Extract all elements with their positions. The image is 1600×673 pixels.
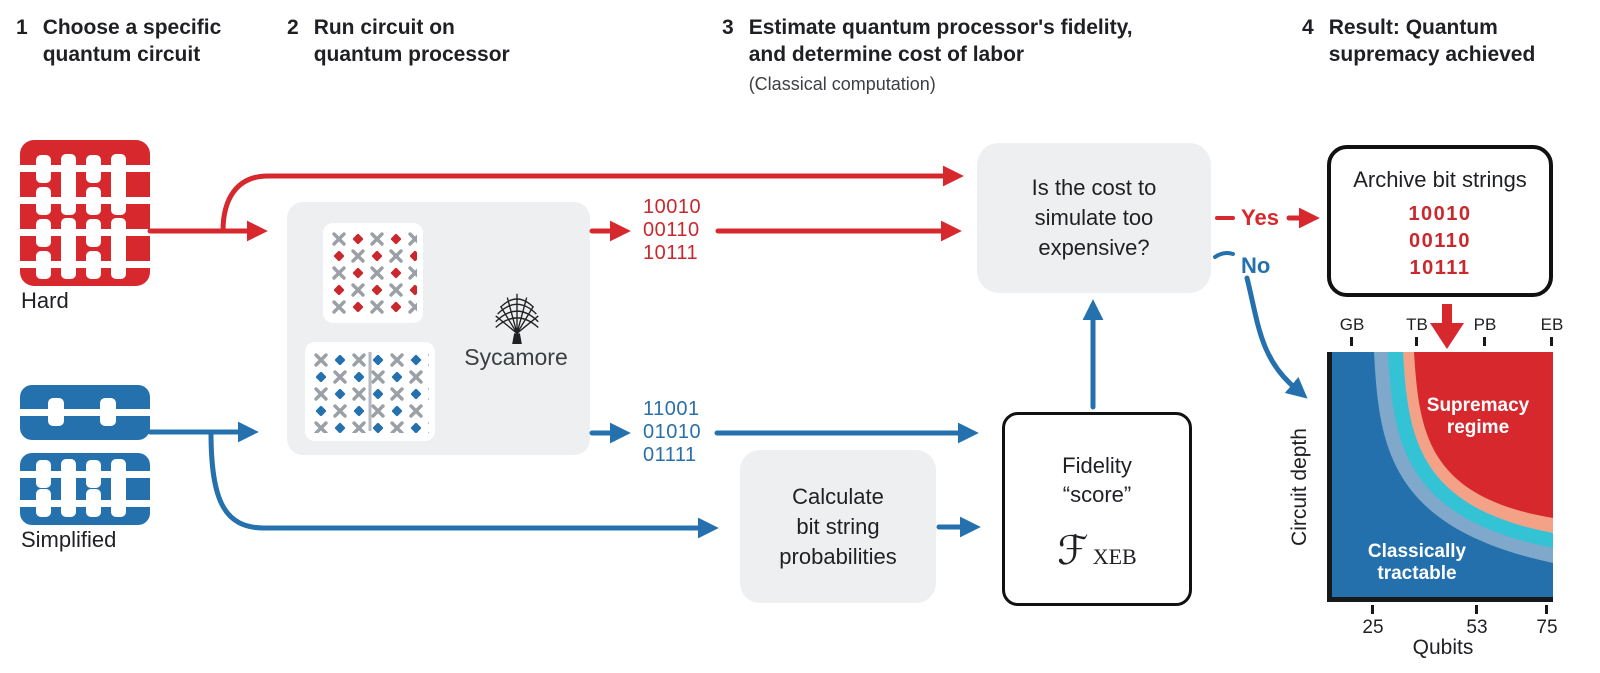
arrow-no-to-chart [1244, 275, 1308, 399]
step-4: 4 Result: Quantum supremacy achieved [1302, 14, 1535, 68]
calculate-box: Calculate bit string probabilities [740, 450, 936, 603]
step-2: 2 Run circuit on quantum processor [287, 14, 510, 68]
hard-bitstrings: 10010 00110 10111 [643, 196, 702, 264]
step-3-number: 3 [722, 16, 734, 39]
yes-label: Yes [1241, 205, 1279, 230]
bottom-tick-25: 25 [1362, 617, 1384, 638]
step-1-title: Choose a specific quantum circuit [42, 16, 222, 66]
top-tickmark [1415, 337, 1418, 346]
sycamore-label: Sycamore [464, 344, 568, 370]
arrow-archive-to-chart [1430, 304, 1464, 349]
xeb-subscript: XEB [1092, 544, 1137, 569]
top-tickmark [1350, 337, 1353, 346]
bottom-tickmark [1475, 605, 1478, 614]
no-label: No [1241, 253, 1271, 278]
simplified-bitstrings: 11001 01010 01111 [643, 398, 702, 466]
simplified-lattice-card [305, 342, 435, 441]
script-f-symbol: ℱ [1057, 528, 1089, 574]
sycamore-tree-icon [488, 283, 546, 345]
step-2-title: Run circuit on quantum processor [313, 16, 510, 66]
step-3-subtitle: (Classical computation) [748, 74, 936, 94]
hard-label: Hard [21, 288, 69, 313]
top-tick-gb: GB [1339, 315, 1365, 334]
supremacy-chart [1327, 352, 1553, 602]
bottom-tick-75: 75 [1536, 617, 1558, 638]
top-tick-pb: PB [1473, 315, 1497, 334]
step-2-number: 2 [287, 16, 299, 39]
bottom-tickmark [1371, 605, 1374, 614]
step-1: 1 Choose a specific quantum circuit [16, 14, 221, 68]
x-axis-label: Qubits [1412, 636, 1474, 659]
top-tick-eb: EB [1540, 315, 1564, 334]
bottom-tick-53: 53 [1466, 617, 1488, 638]
step-4-title: Result: Quantum supremacy achieved [1328, 16, 1536, 66]
simplified-label: Simplified [21, 527, 117, 552]
bottom-tickmark [1545, 605, 1548, 614]
hard-circuit-icon [20, 140, 150, 286]
archive-box: Archive bit strings 10010 00110 10111 [1327, 145, 1553, 297]
classically-tractable-label: Classically tractable [1367, 541, 1467, 584]
archive-title: Archive bit strings [1353, 167, 1527, 192]
simplified-circuit-icon [20, 385, 150, 525]
top-tickmark [1550, 337, 1553, 346]
supremacy-regime-label: Supremacy regime [1426, 395, 1530, 438]
top-tickmark [1483, 337, 1486, 346]
no-dash [1213, 251, 1235, 259]
step-1-number: 1 [16, 16, 28, 39]
step-4-number: 4 [1302, 16, 1314, 39]
y-axis-label: Circuit depth [1288, 428, 1311, 546]
step-3-title: Estimate quantum processor's fidelity, a… [748, 16, 1133, 66]
step-3: 3 Estimate quantum processor's fidelity,… [722, 14, 1133, 95]
cost-decision-box: Is the cost to simulate too expensive? [977, 143, 1211, 293]
hard-lattice-card [323, 223, 423, 323]
archive-bitstrings: 10010 00110 10111 [1408, 203, 1472, 279]
top-tick-tb: TB [1406, 315, 1428, 334]
fidelity-title: Fidelity “score” [1062, 453, 1132, 507]
